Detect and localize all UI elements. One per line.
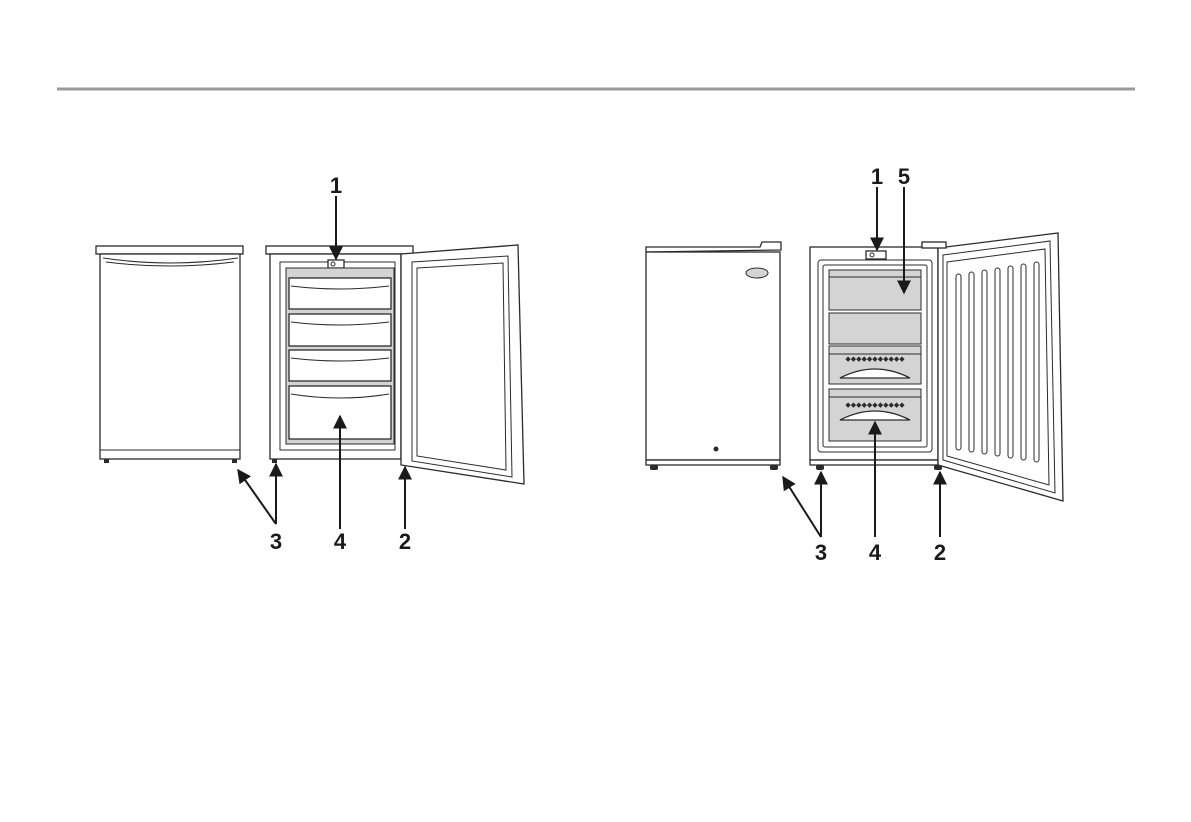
left-callout-4: 4 — [334, 529, 347, 554]
right-figure: ◆◆◆◆◆◆◆◆◆◆◆ ◆◆◆◆◆◆◆◆◆◆◆ — [646, 164, 1063, 565]
right-open-door — [922, 233, 1063, 501]
right-callout-3: 3 — [815, 540, 827, 565]
right-callout-5: 5 — [898, 164, 910, 189]
left-open-door — [401, 245, 524, 484]
left-callout-1: 1 — [330, 173, 342, 198]
left-drawer-2 — [289, 314, 391, 346]
left-callout-2: 2 — [399, 529, 411, 554]
right-control-panel — [866, 251, 886, 259]
right-closed-freezer — [646, 242, 781, 470]
right-callout-1: 1 — [871, 164, 883, 189]
left-figure: 1 3 4 2 — [96, 173, 524, 554]
left-closed-freezer — [96, 246, 243, 463]
left-callout-3: 3 — [270, 529, 282, 554]
left-drawer-1 — [289, 278, 391, 309]
left-control-panel — [328, 260, 344, 268]
svg-text:◆◆◆◆◆◆◆◆◆◆◆: ◆◆◆◆◆◆◆◆◆◆◆ — [845, 355, 905, 363]
right-brand-badge — [746, 268, 768, 278]
svg-text:◆◆◆◆◆◆◆◆◆◆◆: ◆◆◆◆◆◆◆◆◆◆◆ — [845, 401, 905, 409]
right-callout-2: 2 — [934, 540, 946, 565]
right-callout-4: 4 — [869, 540, 882, 565]
left-drawer-3 — [289, 350, 391, 381]
right-drawer-upper: ◆◆◆◆◆◆◆◆◆◆◆ — [829, 346, 921, 384]
